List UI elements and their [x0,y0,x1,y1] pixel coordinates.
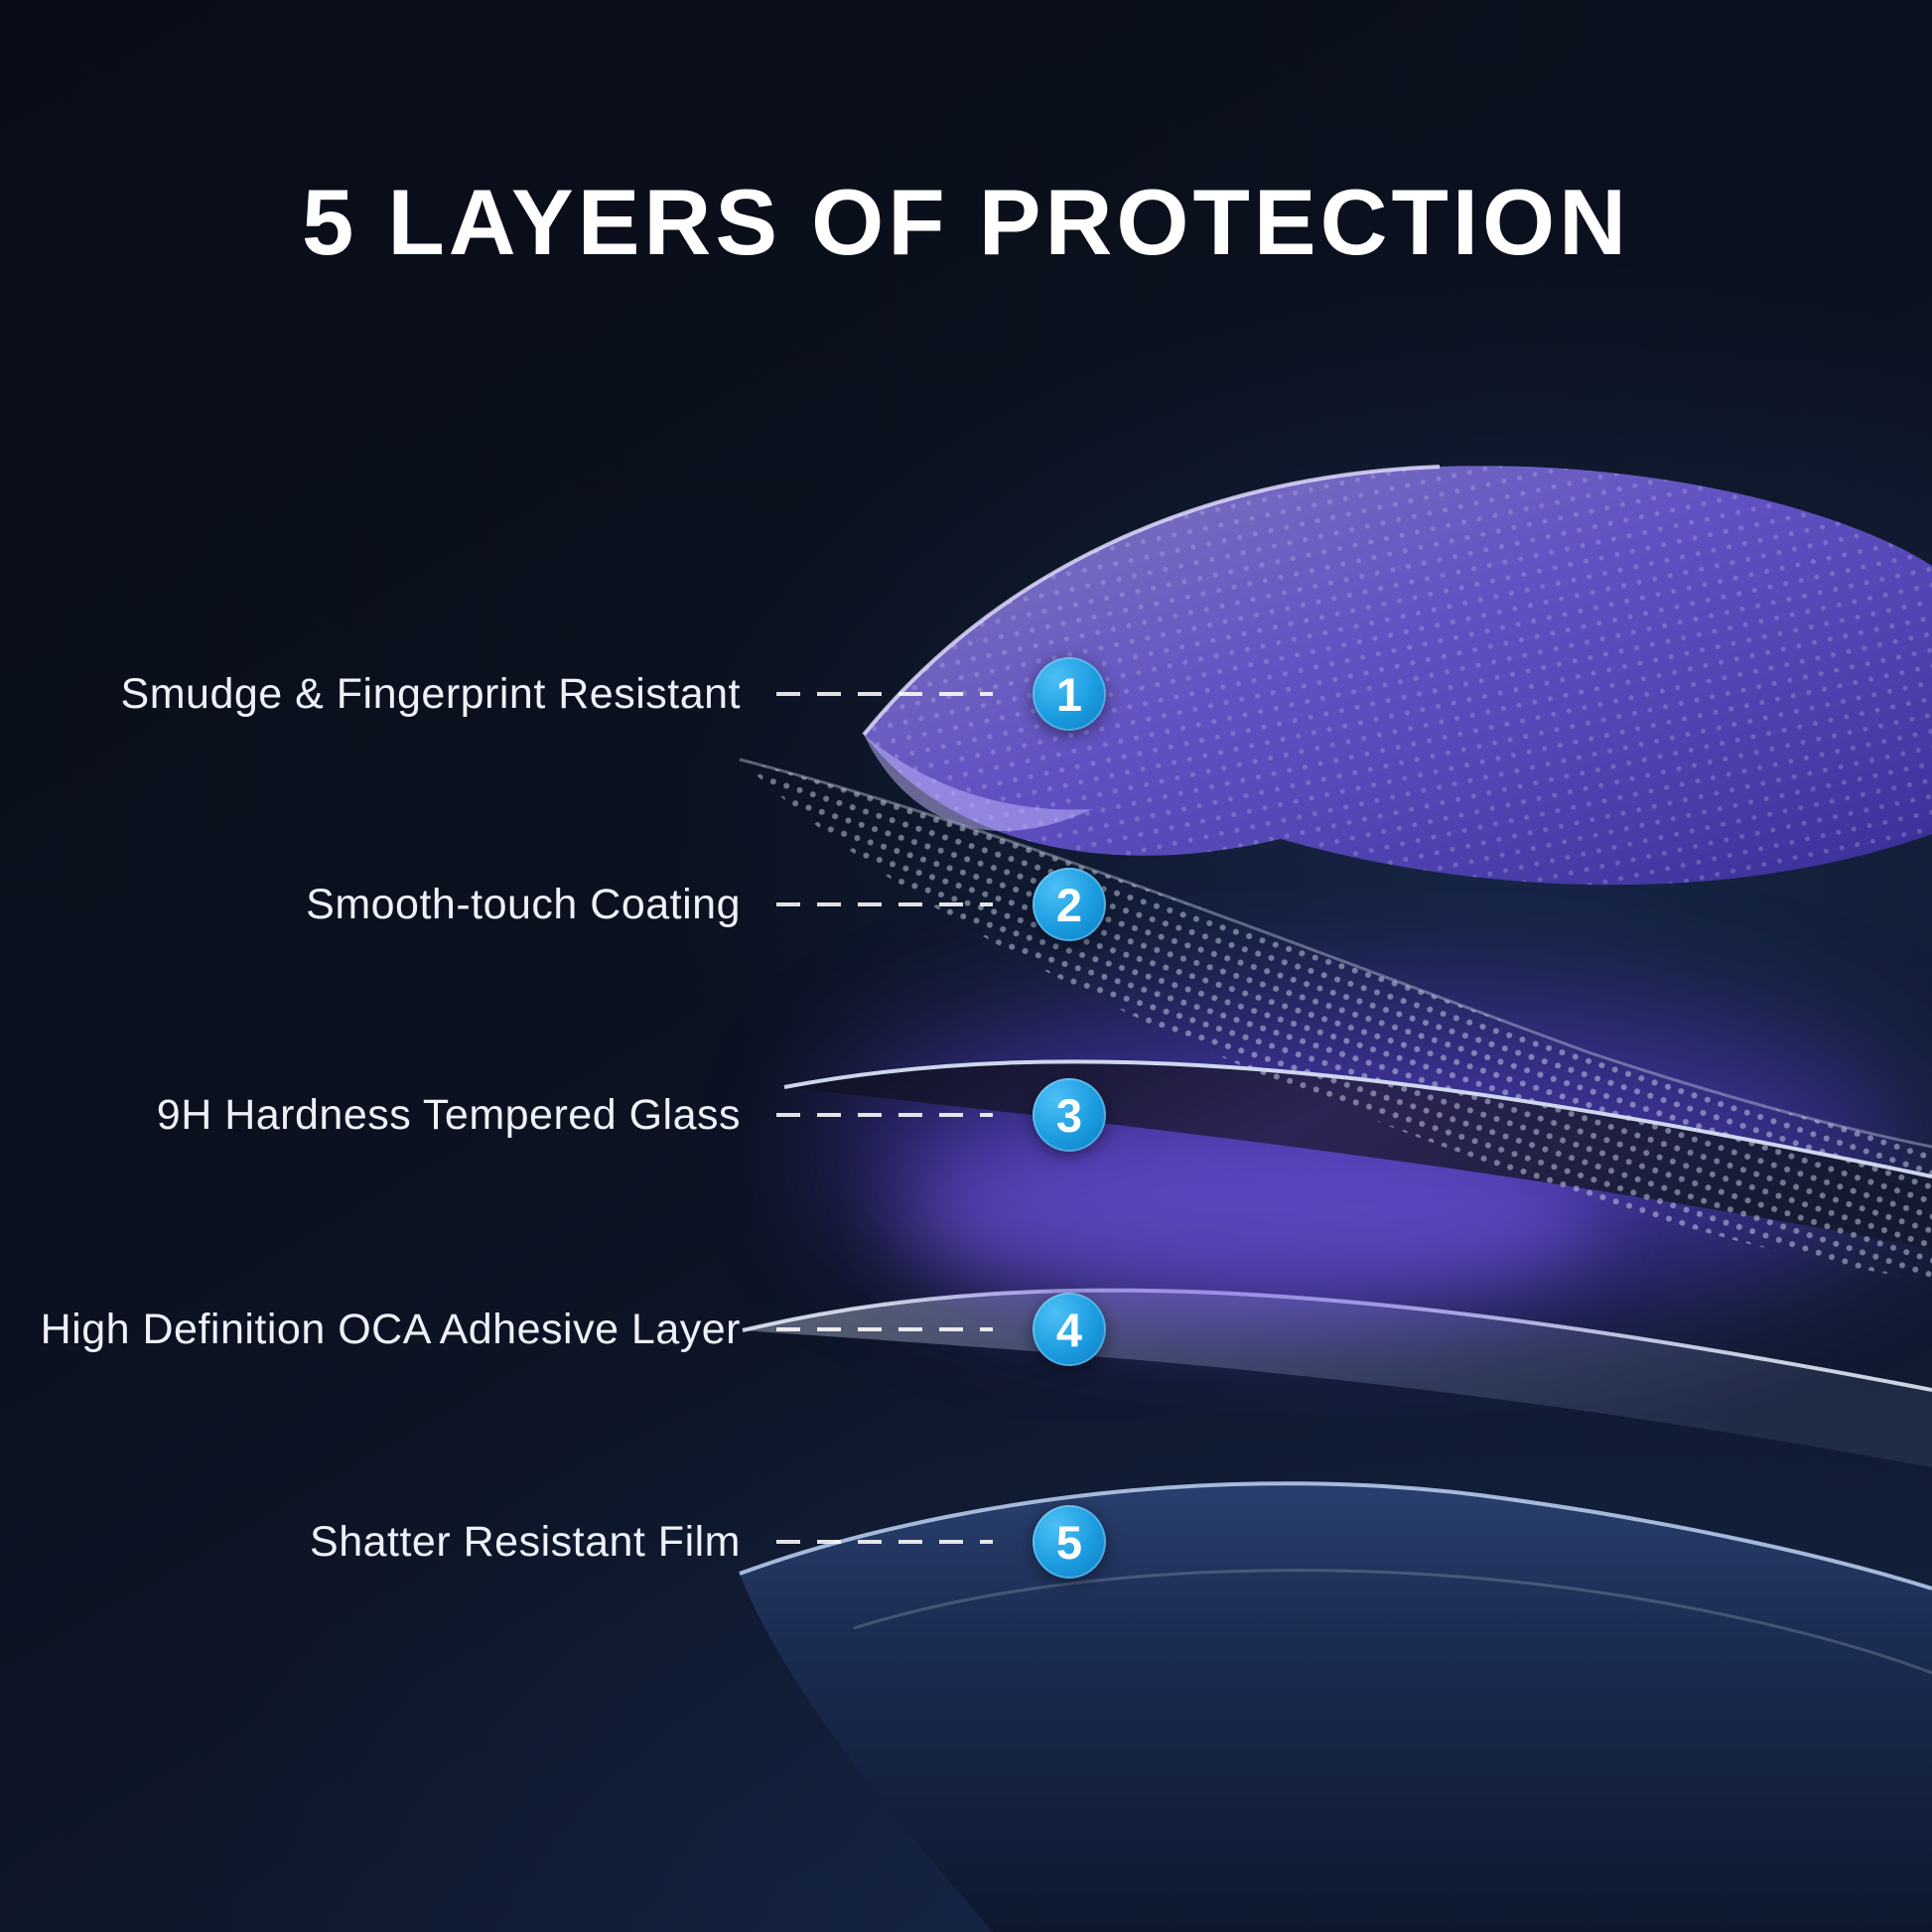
dashed-connector [776,1540,993,1544]
layer-1-badge: 1 [1033,657,1106,731]
layer-3-badge: 3 [1033,1078,1106,1152]
layer-4-label: High Definition OCA Adhesive Layer [40,1305,741,1353]
layer-2-label: Smooth-touch Coating [306,880,741,928]
layer-row-3: 9H Hardness Tempered Glass 3 [0,1077,1106,1153]
layer-row-2: Smooth-touch Coating 2 [0,867,1106,942]
layer-2-graphic [739,758,1932,1281]
dashed-connector [776,1113,993,1117]
layer-1-label: Smudge & Fingerprint Resistant [120,669,741,718]
page-title: 5 LAYERS OF PROTECTION [301,170,1631,274]
layer-row-1: Smudge & Fingerprint Resistant 1 [0,656,1106,732]
layer-3-label: 9H Hardness Tempered Glass [156,1090,741,1139]
dashed-connector [776,1327,993,1331]
dashed-connector [776,902,993,906]
layer-2-badge: 2 [1033,868,1106,941]
layer-4-badge: 4 [1033,1293,1106,1366]
dashed-connector [776,692,993,696]
layer-5-label: Shatter Resistant Film [310,1517,741,1566]
layer-5-badge: 5 [1033,1505,1106,1579]
layer-row-5: Shatter Resistant Film 5 [0,1504,1106,1580]
layer-row-4: High Definition OCA Adhesive Layer 4 [0,1292,1106,1367]
